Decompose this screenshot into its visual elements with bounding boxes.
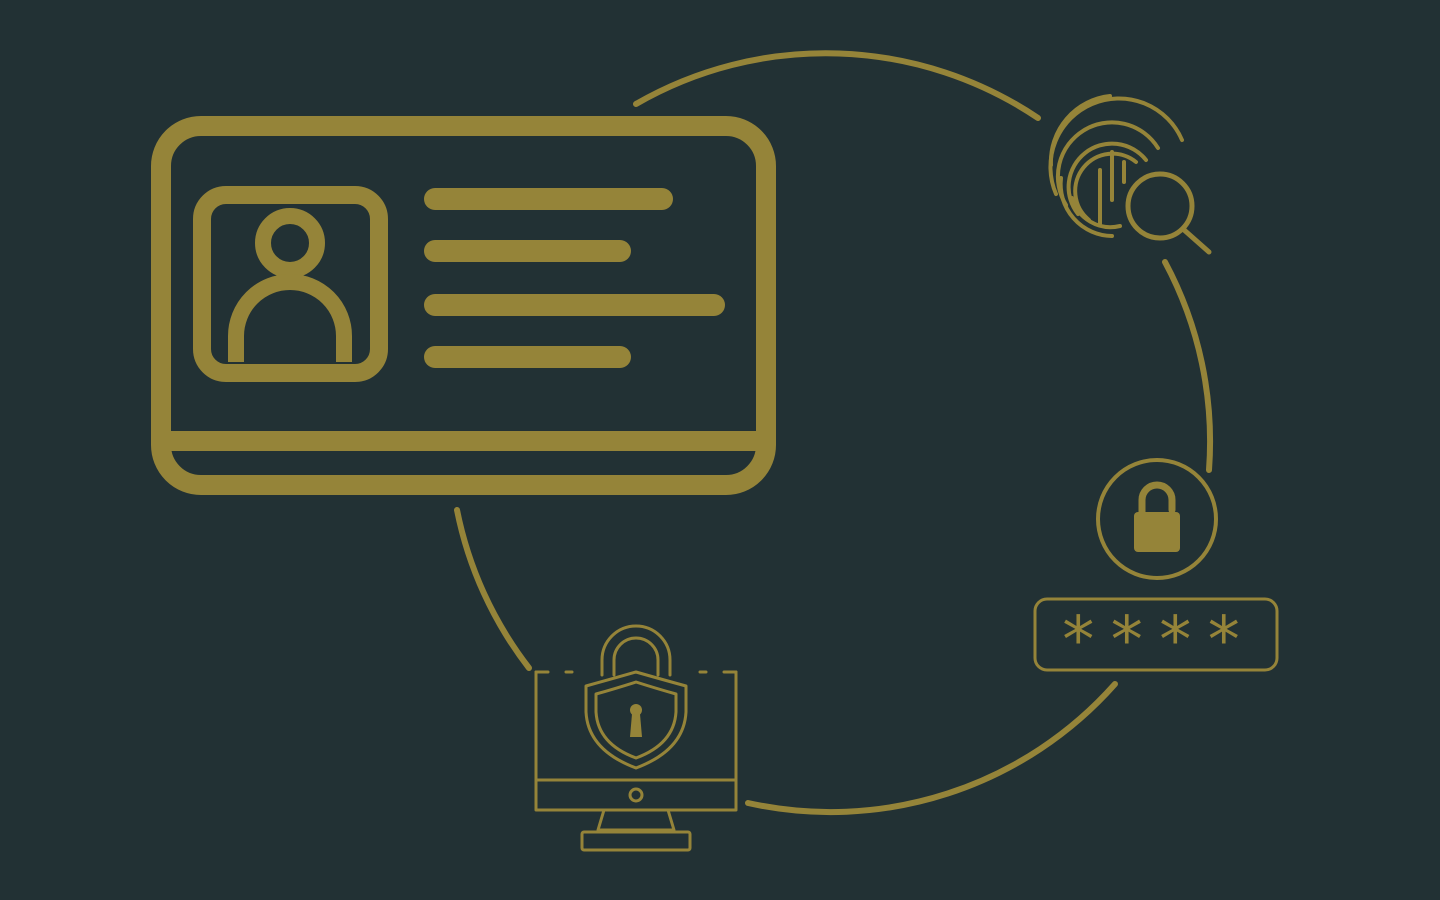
- id-avatar-head: [255, 208, 325, 278]
- connection-ring: [454, 50, 1214, 816]
- id-avatar-body: [228, 274, 352, 362]
- shield-lock-shackle-inner: [612, 636, 660, 677]
- magnifier-lens: [1125, 171, 1195, 241]
- monitor-power-button: [628, 787, 644, 803]
- ring-arc-top: [633, 50, 1041, 121]
- padlock-shackle: [1138, 481, 1176, 520]
- fingerprint-search-icon: [1048, 94, 1212, 255]
- padlock-body: [1134, 512, 1180, 552]
- keyhole-slot: [630, 714, 642, 737]
- monitor-chin: [534, 778, 738, 812]
- keyhole-top: [630, 704, 642, 716]
- id-photo-frame: [193, 186, 388, 382]
- password-field-box: [1033, 597, 1279, 672]
- monitor-shield-lock-icon: [534, 624, 738, 852]
- monitor-stand-base: [580, 830, 692, 852]
- monitor-neck: [596, 808, 676, 832]
- magnifier-handle: [1180, 226, 1212, 255]
- ring-arc-bottom: [745, 681, 1118, 816]
- ring-arc-left: [454, 507, 532, 671]
- password-field-icon: ****: [1033, 597, 1279, 678]
- password-mask-text: ****: [1059, 604, 1253, 678]
- shield-lock-shackle-outer: [600, 624, 672, 677]
- shield-inner: [594, 680, 678, 760]
- padlock-badge-icon: [1096, 458, 1218, 580]
- id-text-lines: [424, 188, 725, 368]
- ring-arc-right: [1162, 259, 1214, 473]
- id-card-icon: [151, 116, 776, 495]
